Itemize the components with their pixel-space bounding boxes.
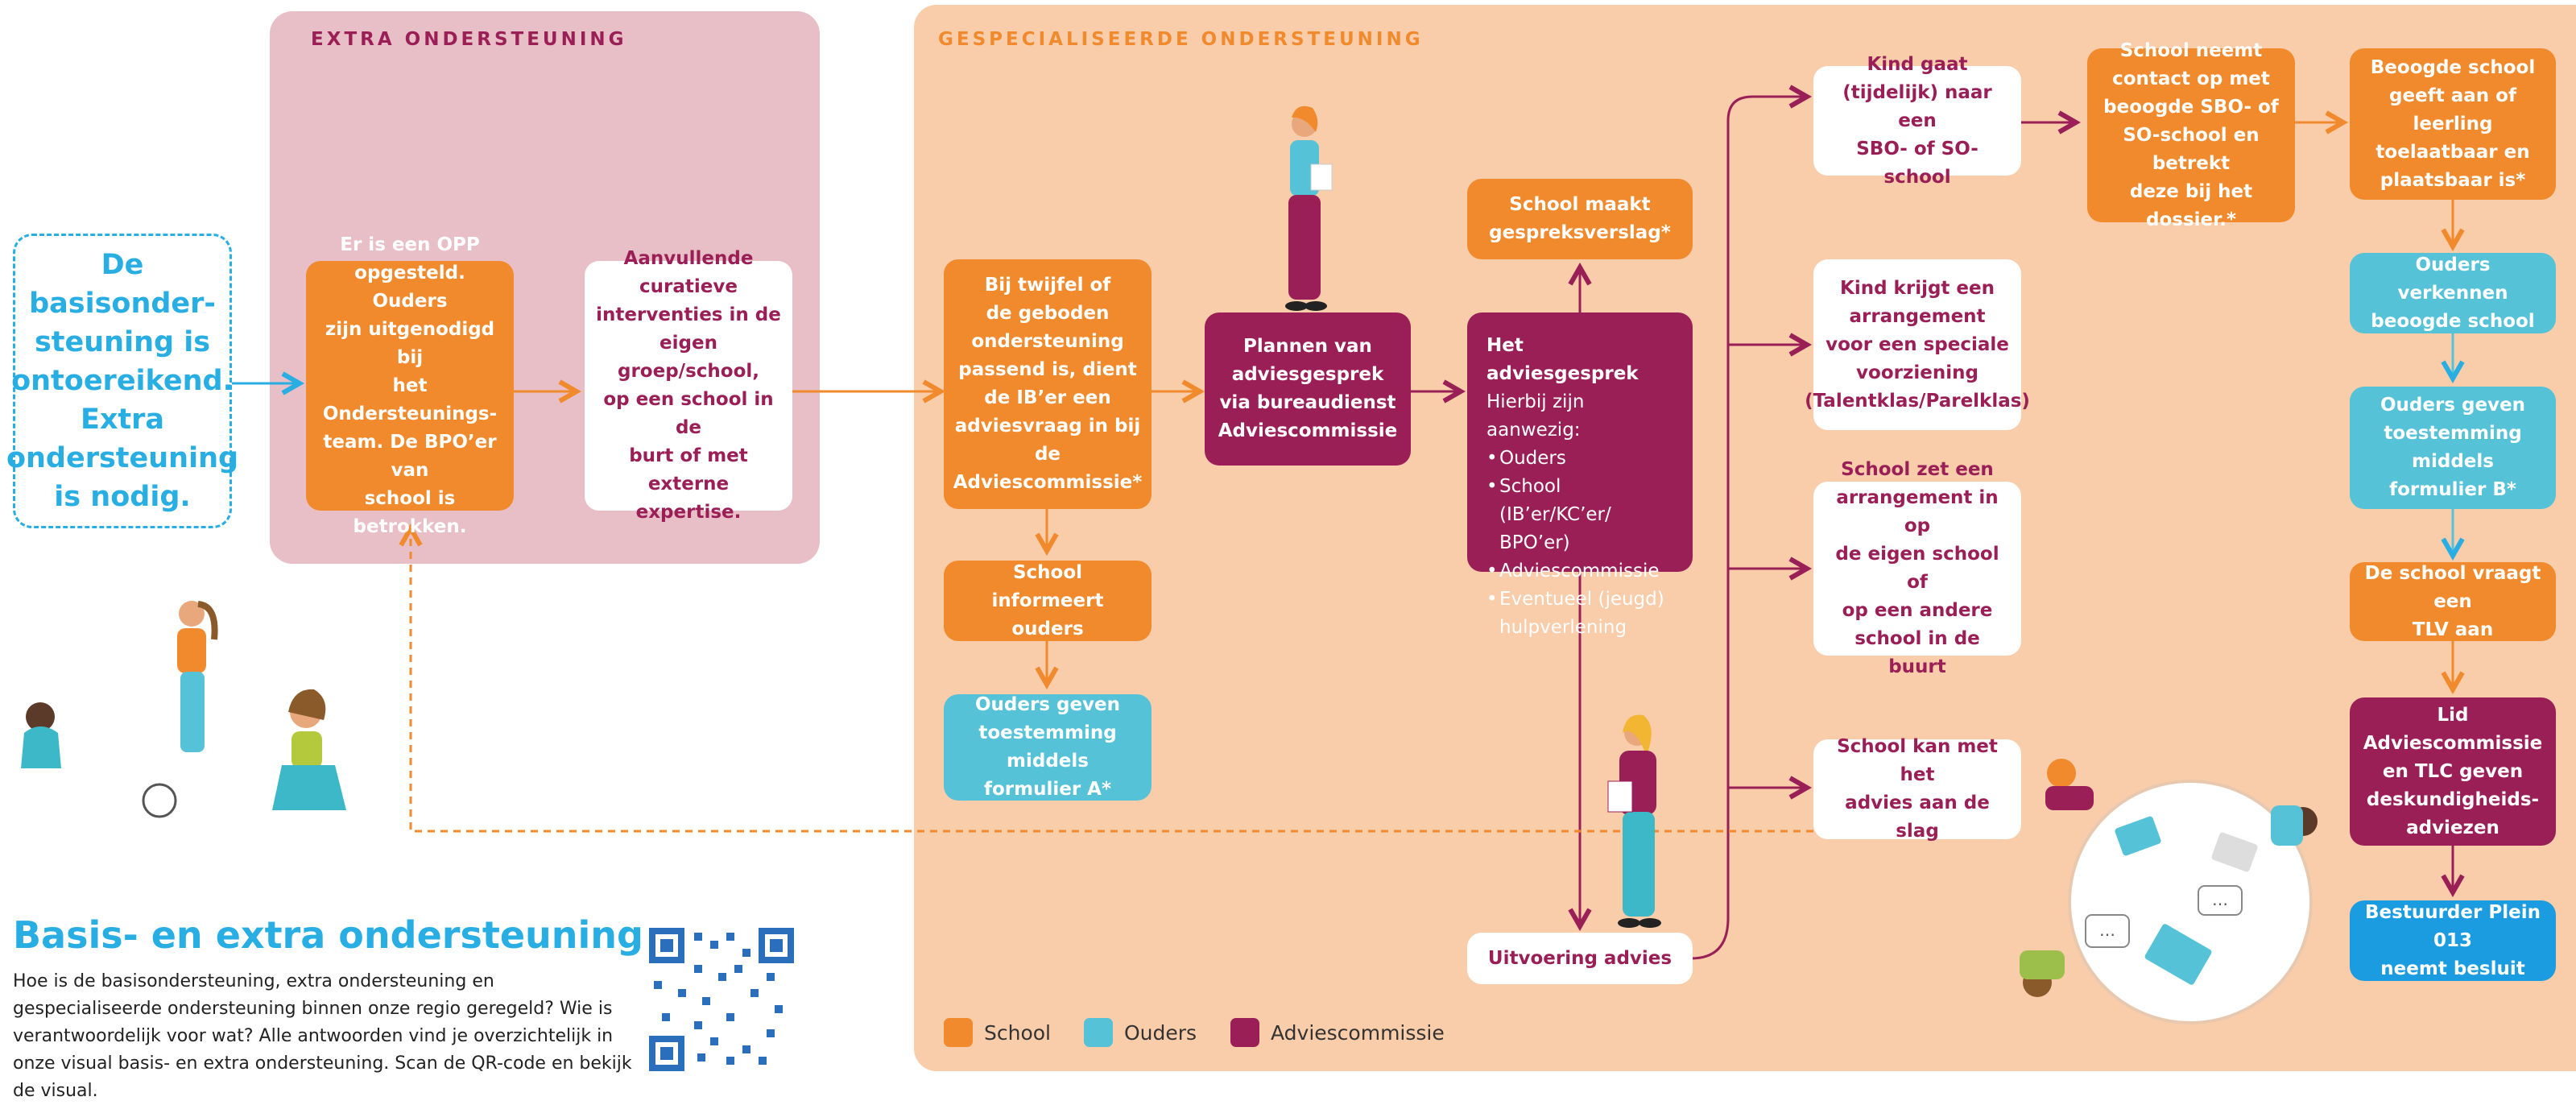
flow-connectors bbox=[232, 0, 2576, 960]
adviesgesprek-list: Ouders School (IB’er/KC’er/ BPO’er) Advi… bbox=[1486, 445, 1673, 642]
legend-label: Adviescommissie bbox=[1271, 1020, 1445, 1045]
list-item: Adviescommissie bbox=[1486, 557, 1673, 586]
extra-panel-title: EXTRA ONDERSTEUNING bbox=[311, 29, 627, 50]
legend-swatch bbox=[1084, 1018, 1113, 1047]
kind-sbo-box: Kind gaat (tijdelijk) naar een SBO- of S… bbox=[1813, 54, 2021, 188]
twijfel-box: Bij twijfel of de geboden ondersteuning … bbox=[944, 259, 1152, 509]
formulier-a-box: Ouders geven toestemming middels formuli… bbox=[944, 694, 1152, 801]
school-kan-box: School kan met het advies aan de slag bbox=[1813, 736, 2021, 842]
opp-text: Er is een OPP opgesteld. Ouders zijn uit… bbox=[322, 234, 498, 537]
verkennen-box: Ouders verkennen beoogde school bbox=[2350, 253, 2556, 333]
adviesgesprek-subtitle: Hierbij zijn aanwezig: bbox=[1486, 391, 1585, 441]
tlv-text: De school vraagt een TLV aan bbox=[2364, 562, 2541, 640]
woman-with-paper-illustration bbox=[1285, 106, 1333, 311]
verslag-text: School maakt gespreksverslag* bbox=[1489, 194, 1671, 243]
dashed-return-arrow bbox=[411, 528, 1813, 833]
formulier-a-text: Ouders geven toestemming middels formuli… bbox=[974, 694, 1121, 800]
plannen-text: Plannen van adviesgesprek via bureaudien… bbox=[1218, 336, 1398, 441]
children-playing-illustration bbox=[21, 601, 346, 818]
intro-text: De basisonder- steuning is ontoereikend.… bbox=[6, 249, 239, 513]
qr-code-icon bbox=[649, 928, 794, 1071]
list-item: Ouders bbox=[1486, 445, 1673, 473]
gespecialiseerd-panel-title: GESPECIALISEERDE ONDERSTEUNING bbox=[938, 29, 1424, 50]
verslag-box: School maakt gespreksverslag* bbox=[1467, 179, 1693, 259]
meeting-table-illustration: … … bbox=[2020, 759, 2318, 1024]
beoogde-school-text: Beoogde school geeft aan of leerling toe… bbox=[2370, 56, 2536, 191]
neemt-contact-box: School neemt contact op met beoogde SBO-… bbox=[2087, 40, 2295, 230]
neemt-contact-text: School neemt contact op met beoogde SBO-… bbox=[2103, 39, 2279, 230]
school-arrangement-text: School zet een arrangement in op de eige… bbox=[1835, 459, 1999, 677]
formulier-b-text: Ouders geven toestemming middels formuli… bbox=[2380, 395, 2526, 500]
beoogde-school-box: Beoogde school geeft aan of leerling toe… bbox=[2350, 48, 2556, 200]
lid-adviescommissie-box: Lid Adviescommissie en TLC geven deskund… bbox=[2350, 697, 2556, 846]
curatief-box: Aanvullende curatieve interventies in de… bbox=[585, 248, 792, 523]
uitvoering-box: Uitvoering advies bbox=[1467, 933, 1693, 984]
legend-swatch bbox=[1230, 1018, 1259, 1047]
legend-label: School bbox=[984, 1020, 1051, 1045]
woman-with-tablet-illustration bbox=[1607, 714, 1661, 928]
intro-box: De basisonder- steuning is ontoereikend.… bbox=[6, 234, 238, 528]
list-item: School (IB’er/KC’er/ BPO’er) bbox=[1486, 473, 1673, 557]
kind-sbo-text: Kind gaat (tijdelijk) naar een SBO- of S… bbox=[1842, 53, 1992, 188]
twijfel-text: Bij twijfel of de geboden ondersteuning … bbox=[953, 275, 1143, 493]
plannen-box: Plannen van adviesgesprek via bureaudien… bbox=[1205, 312, 1411, 466]
chat-bubble-icon: … bbox=[2085, 914, 2130, 948]
footer-text: Hoe is de basisondersteuning, extra onde… bbox=[13, 971, 632, 1101]
legend-adviescommissie: Adviescommissie bbox=[1230, 1018, 1445, 1047]
curatief-text: Aanvullende curatieve interventies in de… bbox=[596, 248, 781, 523]
opp-box: Er is een OPP opgesteld. Ouders zijn uit… bbox=[306, 234, 514, 537]
svg-text:…: … bbox=[2212, 890, 2228, 909]
legend-ouders: Ouders bbox=[1084, 1018, 1197, 1047]
uitvoering-text: Uitvoering advies bbox=[1487, 947, 1673, 969]
adviesgesprek-box: Het adviesgesprek Hierbij zijn aanwezig:… bbox=[1467, 312, 1693, 638]
kind-arrangement-box: Kind krijgt een arrangement voor een spe… bbox=[1805, 259, 2030, 430]
bestuurder-text: Bestuurder Plein 013 neemt besluit bbox=[2365, 901, 2541, 979]
bestuurder-box: Bestuurder Plein 013 neemt besluit bbox=[2350, 900, 2556, 981]
legend-swatch bbox=[944, 1018, 973, 1047]
verkennen-text: Ouders verkennen beoogde school bbox=[2371, 254, 2535, 332]
legend-label: Ouders bbox=[1124, 1020, 1197, 1045]
informeert-text: School informeert ouders bbox=[991, 561, 1104, 639]
arrow-uitvoering-to-sbo bbox=[1690, 97, 1807, 960]
adviesgesprek-title: Het adviesgesprek bbox=[1486, 335, 1639, 384]
school-arrangement-box: School zet een arrangement in op de eige… bbox=[1813, 459, 2021, 677]
school-kan-text: School kan met het advies aan de slag bbox=[1837, 736, 1998, 842]
lid-adviescommissie-text: Lid Adviescommissie en TLC geven deskund… bbox=[2363, 704, 2543, 838]
kind-arrangement-text: Kind krijgt een arrangement voor een spe… bbox=[1805, 277, 2030, 412]
list-item: Eventueel (jeugd) hulpverlening bbox=[1486, 586, 1673, 642]
legend-school: School bbox=[944, 1018, 1051, 1047]
informeert-box: School informeert ouders bbox=[944, 561, 1152, 641]
footer-heading: Basis- en extra ondersteuning bbox=[13, 913, 643, 957]
formulier-b-box: Ouders geven toestemming middels formuli… bbox=[2350, 387, 2556, 509]
tlv-box: De school vraagt een TLV aan bbox=[2350, 562, 2556, 641]
svg-text:…: … bbox=[2099, 921, 2115, 940]
